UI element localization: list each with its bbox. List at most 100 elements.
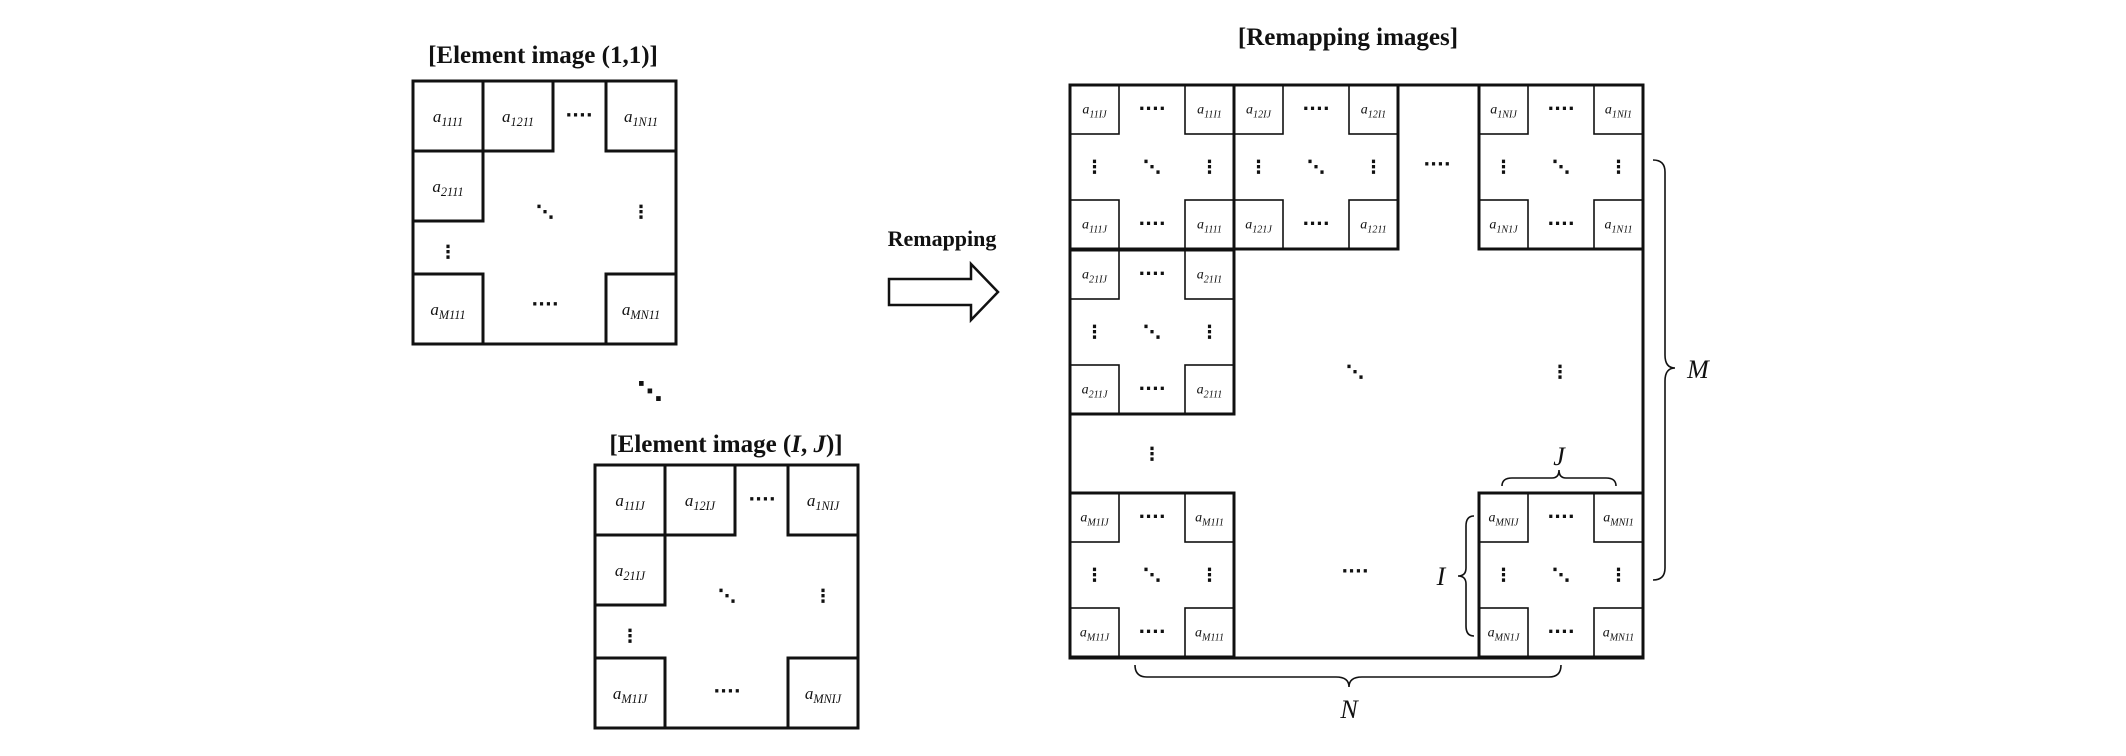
- element-image-I-J-title: [Element image (I, J)]: [609, 431, 842, 458]
- right-arrow-icon: [887, 260, 1000, 324]
- pixel-cell: [1478, 607, 1529, 658]
- pixel-cell: [1593, 492, 1644, 543]
- pixel-label: a21I1: [1197, 268, 1222, 286]
- ellipsis-horizontal: ····: [713, 681, 740, 702]
- pixel-label: a21IJ: [1082, 268, 1107, 286]
- pixel-cell: [411, 272, 485, 346]
- pixel-label: a1N11: [1604, 218, 1632, 236]
- pixel-label: a12IJ: [1246, 103, 1271, 121]
- ellipsis-horizontal: ····: [748, 489, 775, 510]
- ellipsis-diagonal: ⋱: [1143, 157, 1161, 178]
- subimage-block-frame: [1068, 491, 1236, 659]
- ellipsis-diagonal: ⋱: [536, 202, 554, 223]
- ellipsis-horizontal: ····: [565, 105, 592, 126]
- pixel-cell: [593, 656, 667, 730]
- pixel-cell: [786, 463, 860, 537]
- ellipsis-vertical: ⋮: [632, 202, 650, 223]
- pixel-cell: [786, 656, 860, 730]
- pixel-label: a1111: [1197, 218, 1222, 236]
- ellipsis-vertical: ⋮: [1086, 565, 1104, 586]
- pixel-cell: [1348, 199, 1399, 250]
- pixel-label: aM111: [1195, 626, 1224, 644]
- pixel-label: a1211: [1360, 218, 1386, 236]
- remapping-arrow: Remapping: [887, 226, 1000, 324]
- ellipsis-horizontal: ····: [1302, 99, 1329, 120]
- pixel-cell: [593, 533, 667, 607]
- ellipsis-horizontal: ····: [1138, 214, 1165, 235]
- pixel-cell: [1069, 492, 1120, 543]
- ellipsis-vertical: ⋮: [439, 242, 457, 263]
- ellipsis-vertical: ⋮: [1201, 565, 1219, 586]
- pixel-cell: [481, 79, 555, 153]
- pixel-label: a2111: [1197, 383, 1223, 401]
- ellipsis-horizontal: ····: [1138, 379, 1165, 400]
- ellipsis-vertical: ⋮: [1495, 157, 1513, 178]
- ellipsis-vertical: ⋮: [1086, 157, 1104, 178]
- ellipsis-horizontal: ····: [531, 294, 558, 315]
- pixel-label: aMN1J: [1488, 626, 1520, 644]
- ellipsis-vertical: ⋮: [1143, 444, 1161, 465]
- ellipsis-vertical: ⋮: [621, 626, 639, 647]
- ellipsis-vertical: ⋮: [1610, 565, 1628, 586]
- pixel-label: aM1IJ: [613, 684, 648, 706]
- pixel-cell: [1069, 249, 1120, 300]
- pixel-cell: [1593, 607, 1644, 658]
- pixel-label: aM11J: [1080, 626, 1110, 644]
- remapping-images-title: [Remapping images]: [1238, 24, 1458, 51]
- pixel-label: a1N11: [624, 107, 658, 129]
- brace-N: [1134, 664, 1562, 688]
- pixel-label: aMN11: [622, 300, 660, 322]
- pixel-label: a12IJ: [685, 491, 716, 513]
- pixel-label: a1NIJ: [1490, 103, 1517, 121]
- ellipsis-diagonal: ⋱: [1307, 157, 1325, 178]
- ellipsis-diagonal: ⋱: [1346, 362, 1364, 383]
- pixel-cell: [1069, 364, 1120, 415]
- pixel-label: aMN11: [1603, 626, 1634, 644]
- ellipsis-diagonal: ⋱: [1143, 322, 1161, 343]
- pixel-cell: [604, 79, 678, 153]
- pixel-label: a1211: [502, 107, 534, 129]
- remapping-arrow-label: Remapping: [888, 226, 997, 251]
- pixel-label: a211J: [1082, 383, 1108, 401]
- ellipsis-vertical: ⋮: [814, 586, 832, 607]
- ellipsis-vertical: ⋮: [1201, 157, 1219, 178]
- pixel-label: a21IJ: [615, 561, 646, 583]
- ellipsis-vertical: ⋮: [1365, 157, 1383, 178]
- ellipsis-diagonal: ⋱: [637, 377, 663, 407]
- pixel-cell: [1478, 199, 1529, 250]
- pixel-label: a1N1J: [1489, 218, 1518, 236]
- pixel-cell: [604, 272, 678, 346]
- ellipsis-vertical: ⋮: [1201, 322, 1219, 343]
- ellipsis-vertical: ⋮: [1086, 322, 1104, 343]
- ellipsis-vertical: ⋮: [1610, 157, 1628, 178]
- brace-J-label: J: [1553, 442, 1566, 471]
- subimage-block-frame: [1068, 248, 1236, 416]
- pixel-label: a12I1: [1361, 103, 1386, 121]
- pixel-label: a1NIJ: [807, 491, 840, 513]
- subimage-block-frame: [1232, 83, 1400, 251]
- ellipsis-vertical: ⋮: [1250, 157, 1268, 178]
- ellipsis-horizontal: ····: [1547, 99, 1574, 120]
- ellipsis-horizontal: ····: [1547, 507, 1574, 528]
- pixel-label: aMNIJ: [1489, 511, 1519, 529]
- pixel-cell: [1593, 199, 1644, 250]
- ellipsis-horizontal: ····: [1138, 622, 1165, 643]
- pixel-label: a111J: [1082, 218, 1108, 236]
- pixel-label: aM111: [430, 300, 465, 322]
- ellipsis-diagonal: ⋱: [718, 586, 736, 607]
- pixel-cell: [1184, 249, 1235, 300]
- pixel-cell: [1069, 84, 1120, 135]
- pixel-label: a1111: [433, 107, 463, 129]
- ellipsis-horizontal: ····: [1547, 214, 1574, 235]
- element-image-I-J: [Element image (I, J)] a11IJ a12IJ a1NIJ…: [593, 431, 860, 730]
- pixel-label: a11IJ: [615, 491, 645, 513]
- pixel-label: aMNIJ: [805, 684, 842, 706]
- pixel-cell: [663, 463, 737, 537]
